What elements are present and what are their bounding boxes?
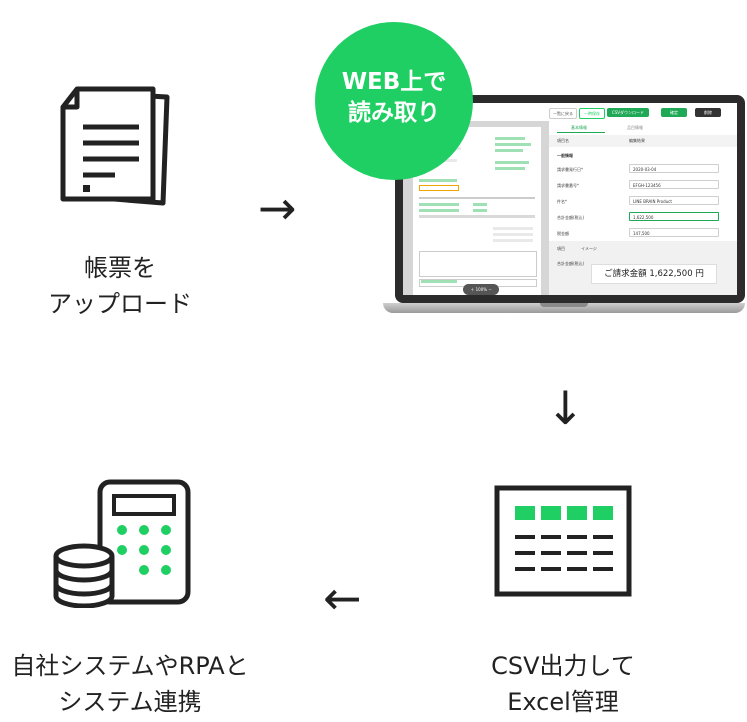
section-general: 一般情報: [557, 153, 573, 158]
tab-basic-info[interactable]: 基本情報: [571, 125, 587, 130]
csv-line2: Excel管理: [507, 688, 619, 716]
laptop-notch: [540, 303, 588, 307]
upload-line1: 帳票を: [84, 254, 156, 282]
tax-amount-input[interactable]: 147,500: [629, 228, 719, 237]
preview-row-label: 合計金額(税込): [557, 261, 585, 266]
integration-line2: システム連携: [58, 688, 202, 716]
field-label-invoice-no: 請求書番号*: [557, 183, 579, 188]
preview-col-item: 項目: [557, 246, 565, 251]
badge-line1: WEB上で: [341, 69, 447, 95]
laptop-base: [383, 303, 745, 313]
col-value-header: 編集結果: [629, 138, 645, 143]
arrow-right: →: [258, 181, 297, 235]
subject-input[interactable]: LINE BRAIN Product: [629, 196, 719, 205]
issue-date-input[interactable]: 2020-03-04: [629, 164, 719, 173]
tab-item-info[interactable]: 品目情報: [627, 125, 643, 130]
documents-icon: [60, 86, 170, 206]
upload-step-label: 帳票を アップロード: [20, 250, 220, 322]
zoom-control[interactable]: ＋ 100% −: [463, 284, 499, 295]
spreadsheet-icon: [494, 485, 632, 597]
field-label-total: 合計金額(税込): [557, 215, 585, 220]
web-read-badge: WEB上で 読み取り: [315, 22, 473, 180]
col-item-header: 項目名: [557, 138, 569, 143]
back-to-list-button[interactable]: 一覧に戻る: [549, 108, 577, 119]
temp-save-button[interactable]: 一時保存: [579, 108, 605, 119]
arrow-down: ↓: [546, 381, 585, 435]
upload-line2: アップロード: [48, 290, 192, 318]
calculator-database-icon: [53, 479, 191, 608]
total-amount-input[interactable]: 1,622,500: [629, 212, 719, 221]
form-pane: 基本情報 品目情報 項目名 編集結果 一般情報 請求書発行日* 2020-03-…: [549, 121, 737, 295]
field-label-issue-date: 請求書発行日*: [557, 167, 583, 172]
cropped-result-image: ご請求金額 1,622,500 円: [591, 264, 717, 284]
csv-step-label: CSV出力して Excel管理: [463, 648, 663, 720]
preview-col-image: イメージ: [581, 246, 597, 251]
field-label-subject: 件名*: [557, 199, 567, 204]
integration-line1: 自社システムやRPAと: [11, 652, 249, 680]
invoice-number-input[interactable]: EFGH-123456: [629, 180, 719, 189]
csv-download-button[interactable]: CSVダウンロード: [607, 108, 649, 117]
integration-step-label: 自社システムやRPAと システム連携: [0, 648, 260, 720]
confirm-button[interactable]: 確定: [661, 108, 687, 117]
field-label-tax: 税金額: [557, 231, 569, 236]
csv-line1: CSV出力して: [491, 652, 635, 680]
delete-button[interactable]: 削除: [695, 108, 721, 117]
badge-line2: 読み取り: [348, 100, 440, 126]
arrow-left: ←: [323, 571, 362, 625]
zoom-level: 100%: [475, 287, 488, 292]
